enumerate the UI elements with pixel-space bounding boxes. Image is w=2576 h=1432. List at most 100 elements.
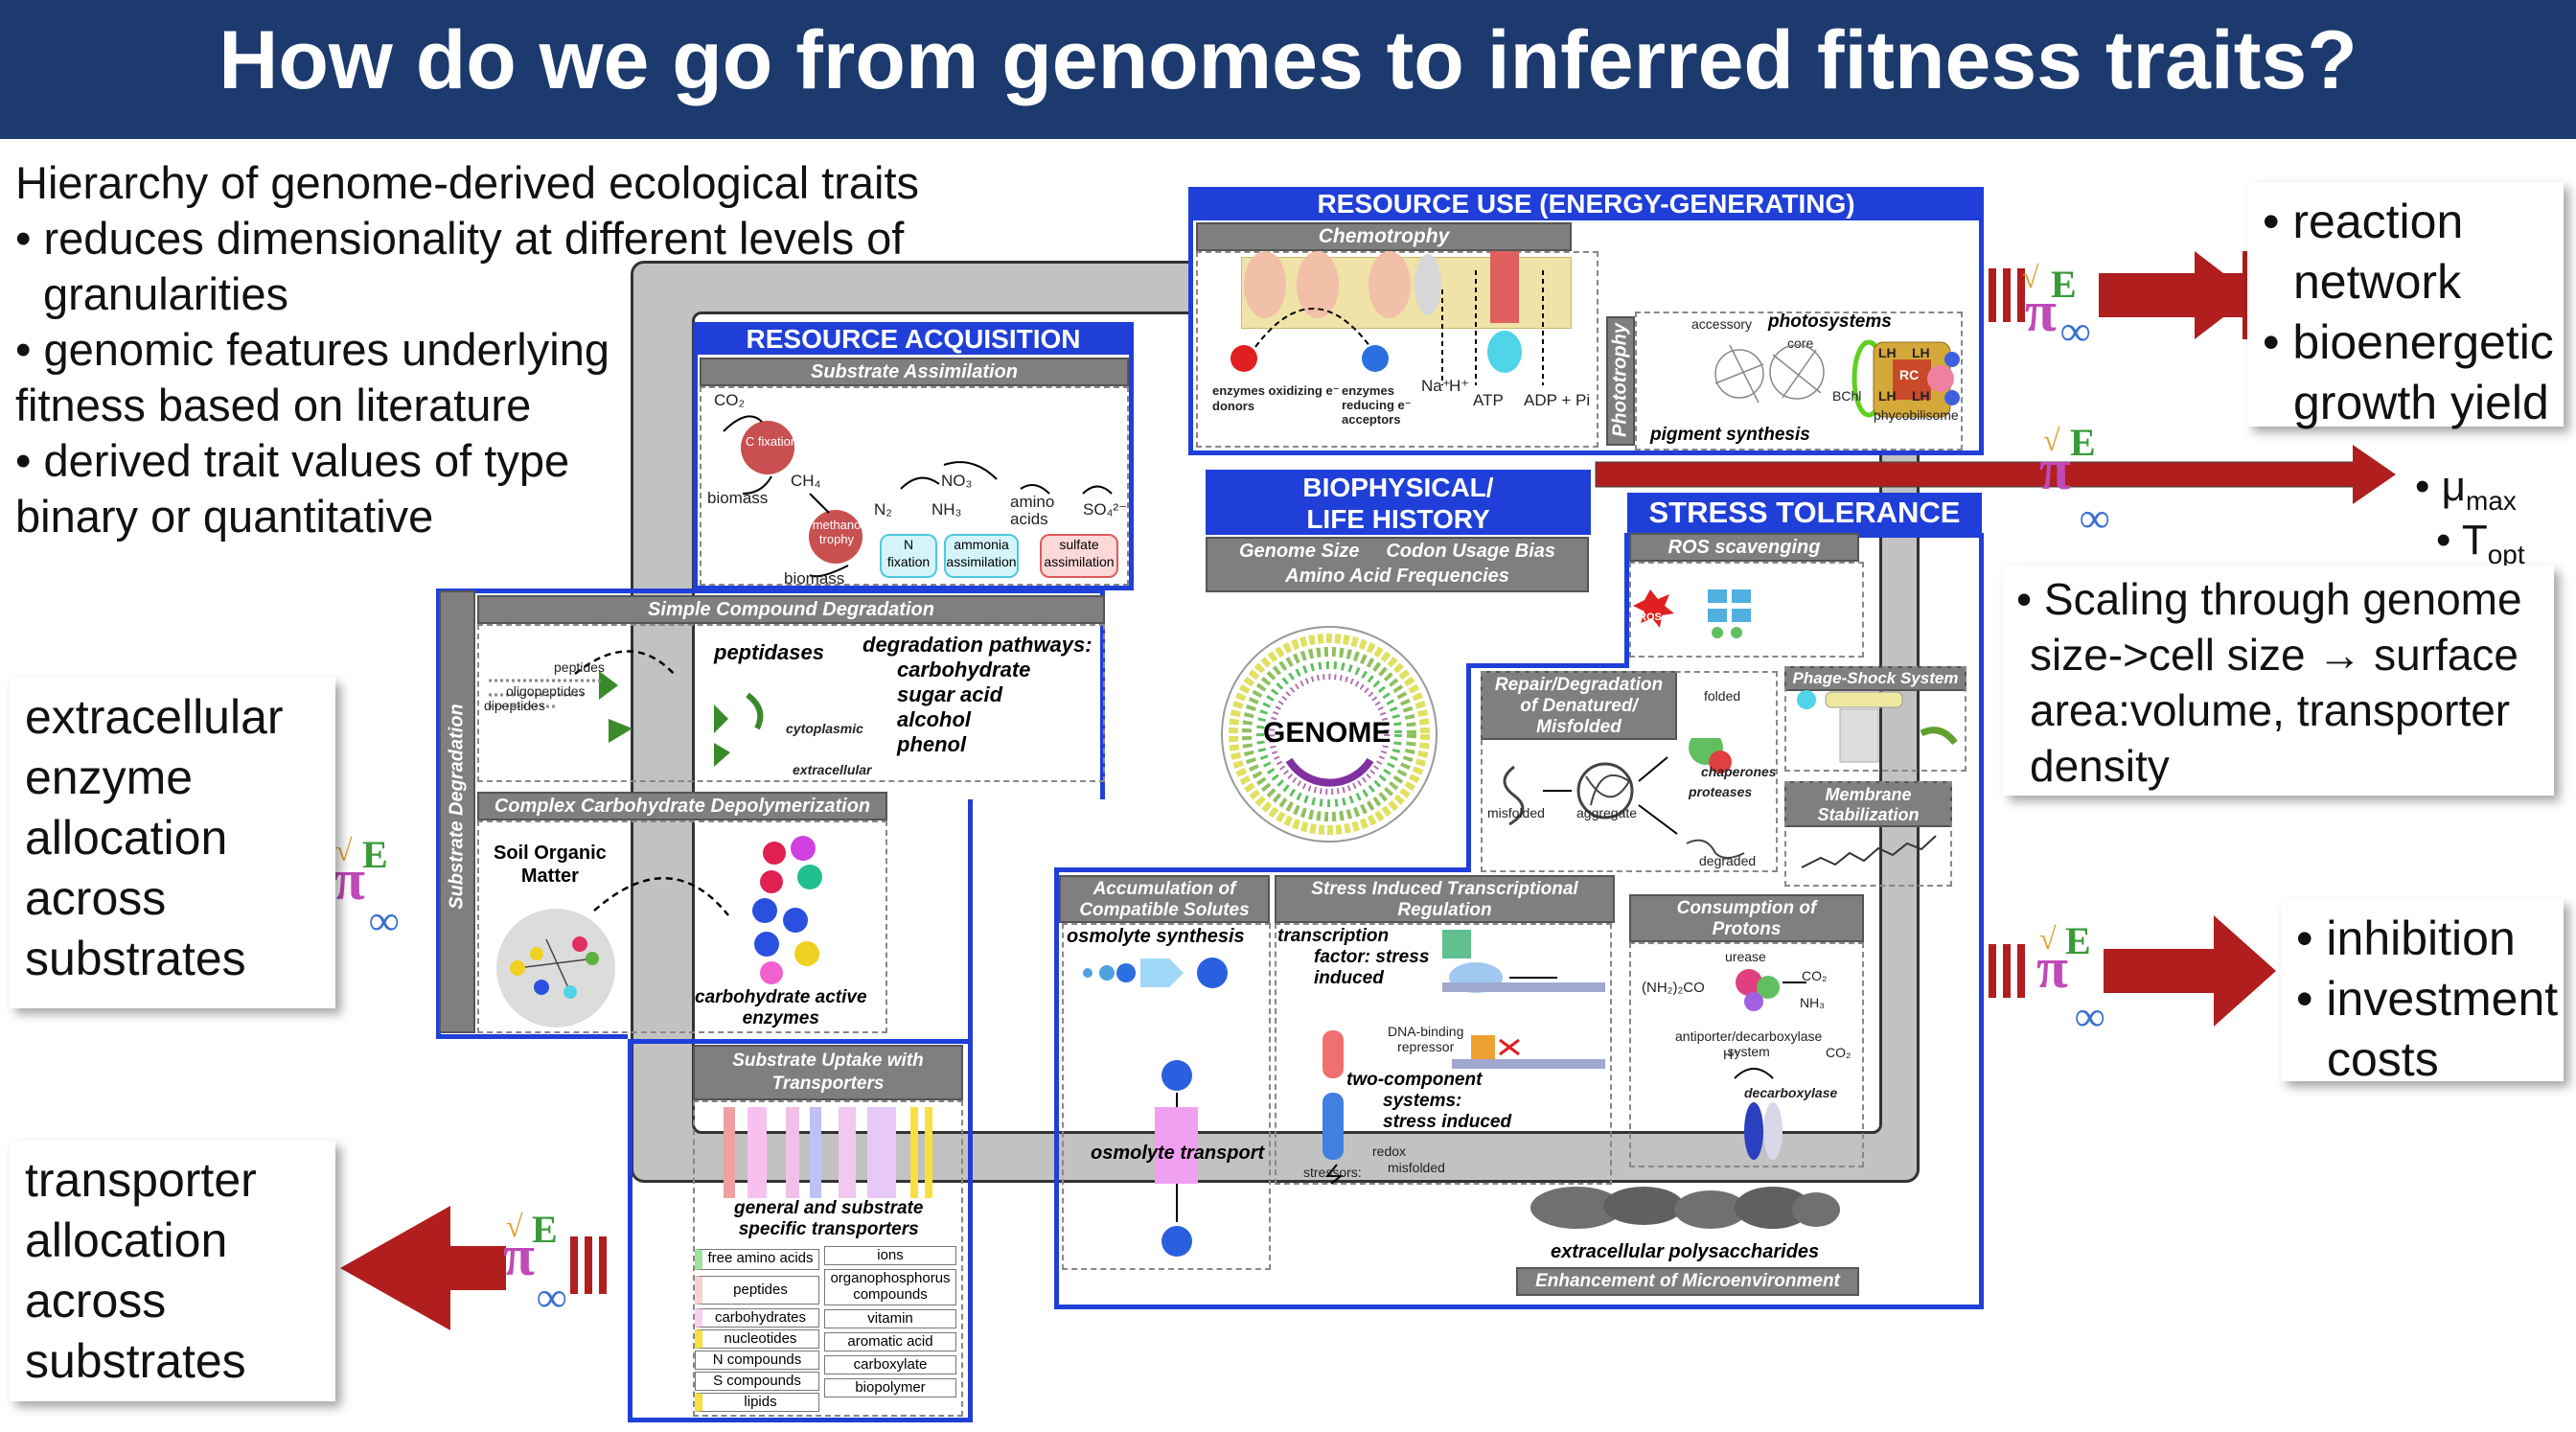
svg-text:√: √: [2022, 260, 2039, 294]
genome-size-label: Genome Size: [1238, 541, 1360, 562]
scaling-card: • Scaling through genome size->cell size…: [2003, 566, 2554, 796]
biomass-label: biomass: [784, 569, 845, 588]
uptake-header-line: Substrate Uptake with: [732, 1051, 924, 1071]
acquisition-header: RESOURCE ACQUISITION: [698, 324, 1129, 355]
stress-border-step1: [1054, 867, 1466, 872]
card-line: costs: [2327, 1032, 2439, 1086]
protons-drawing: [1734, 969, 1806, 1160]
lh-label: LH: [1912, 388, 1930, 404]
stress-border-step2: [1466, 663, 1471, 872]
repair-panel: [1481, 671, 1778, 872]
arrow-inhibition: [1989, 915, 2276, 1027]
simple-degradation-panel: [477, 624, 1105, 782]
svg-text:√: √: [335, 833, 353, 867]
card-line: density: [2030, 741, 2170, 791]
card-line: allocation: [25, 1213, 228, 1267]
svg-text:√: √: [2039, 921, 2057, 956]
twocomp-line: systems:: [1383, 1091, 1462, 1111]
card-line: growth yield: [2293, 376, 2549, 429]
transporter-item: vitamin: [824, 1309, 956, 1328]
phototrophy-panel: [1635, 312, 1963, 450]
carb-drawing: [496, 836, 822, 1028]
svg-text:∞: ∞: [2060, 308, 2090, 355]
mu-sub: max: [2466, 485, 2517, 516]
phototrophy-header: [1606, 316, 1635, 446]
card-line: allocation: [25, 811, 228, 865]
arrowhead-growth: [2353, 445, 2396, 504]
arrowhead-reaction: [2195, 251, 2252, 339]
so4-label: SO₄²⁻: [1083, 500, 1128, 519]
protons-header: Consumption of Protons: [1629, 894, 1864, 942]
repair-drawing: [1503, 738, 1745, 859]
chemotrophy-drawing: [1230, 251, 1544, 385]
hplus-label: H⁺: [1723, 1047, 1740, 1062]
genome-label: GENOME: [1263, 717, 1392, 749]
antiporter-line: system: [1727, 1044, 1770, 1059]
amino-acid-frequencies-label: Amino Acid Frequencies: [1285, 566, 1509, 587]
card-line: transporter: [25, 1153, 257, 1207]
transporter-item: biopolymer: [824, 1378, 956, 1397]
membrane-line: Membrane: [1825, 785, 1912, 804]
uptake-header-line: Transporters: [771, 1074, 885, 1094]
biophysical-header-line: LIFE HISTORY: [1306, 504, 1490, 534]
intro-line: • genomic features underlying: [15, 324, 610, 375]
substrate-assimilation-panel: [700, 386, 1129, 586]
som-label: Soil Organic Matter: [494, 842, 607, 888]
card-line: substrates: [25, 932, 246, 985]
ros-header: ROS scavenging: [1629, 533, 1859, 562]
transporters-label: general and substrate specific transport…: [734, 1198, 923, 1240]
transporter-item: carboxylate: [824, 1355, 956, 1374]
t-sub: opt: [2487, 539, 2525, 569]
co2-label: CO₂: [1802, 968, 1828, 983]
pi-logo-icon: πE∞√: [334, 833, 399, 944]
nh3-label: NH₃: [1800, 995, 1825, 1010]
aggregate-label: aggregate: [1576, 805, 1638, 820]
protons-panel: [1629, 942, 1864, 1167]
sulfate-box: sulfate assimilation: [1040, 534, 1118, 578]
uptake-box-top: [968, 799, 973, 1044]
transporter-item: lipids: [695, 1393, 819, 1412]
peptides-small-label: peptides: [554, 659, 605, 675]
pathways-title: degradation pathways:: [862, 633, 1092, 657]
transporter-item: carbohydrates: [695, 1308, 819, 1328]
intro-line: granularities: [43, 268, 289, 319]
lh-label: LH: [1878, 388, 1897, 404]
svg-text:π: π: [2025, 280, 2057, 343]
card-line: surface: [2374, 630, 2519, 680]
peptide-drawing: [489, 650, 764, 767]
label-line: enzymes: [1342, 383, 1394, 398]
svg-text:∞: ∞: [537, 1274, 566, 1321]
resource-use-header: RESOURCE USE (ENERGY-GENERATING): [1193, 188, 1979, 220]
stress-border-left: [1054, 867, 1059, 1308]
reaction-card: • reaction network • bioenergetic growth…: [2247, 182, 2564, 429]
degraded-label: degraded: [1699, 853, 1757, 868]
substrate-assimilation-header: Substrate Assimilation: [700, 358, 1129, 386]
transporter-list-right: ions organophosphorus compounds vitamin …: [824, 1246, 956, 1397]
intro-line: • derived trait values of type: [15, 435, 570, 486]
co2-label: CO₂: [714, 391, 746, 409]
biophysical-header: BIOPHYSICAL/ LIFE HISTORY: [1206, 470, 1591, 535]
transporter-item: nucleotides: [695, 1329, 819, 1349]
lh-label: LH: [1912, 345, 1930, 360]
card-line: • bioenergetic: [2263, 315, 2554, 369]
osmolyte-hdr-line: Accumulation of: [1092, 879, 1236, 899]
pathway-item: phenol: [897, 732, 967, 756]
transporter-item: peptides: [695, 1276, 819, 1305]
arrow-growth: [1595, 461, 2358, 488]
regulation-line: Regulation: [1397, 900, 1492, 920]
card-line: area:volume, transporter: [2030, 685, 2511, 735]
phycobilisome-label: phycobilisome: [1874, 407, 1959, 423]
label-line: acceptors: [1342, 412, 1401, 427]
proteases-label: proteases: [1689, 784, 1753, 799]
repair-line: Repair/Degradation: [1494, 675, 1664, 695]
svg-text:π: π: [503, 1224, 535, 1287]
pathway-item: alcohol: [897, 707, 972, 731]
acceptors-label: enzymes reducing e⁻ acceptors: [1342, 383, 1412, 427]
complex-carb-panel: [477, 820, 887, 1033]
cazy-label: carbohydrate active enzymes: [695, 987, 867, 1029]
transporter-item: ions: [824, 1246, 956, 1265]
regulation-header: Stress Induced Transcriptional Regulatio…: [1275, 875, 1615, 923]
regulation-line: Stress Induced Transcriptional: [1311, 879, 1578, 899]
svg-text:E: E: [362, 833, 388, 876]
bullet: •: [2415, 463, 2430, 510]
